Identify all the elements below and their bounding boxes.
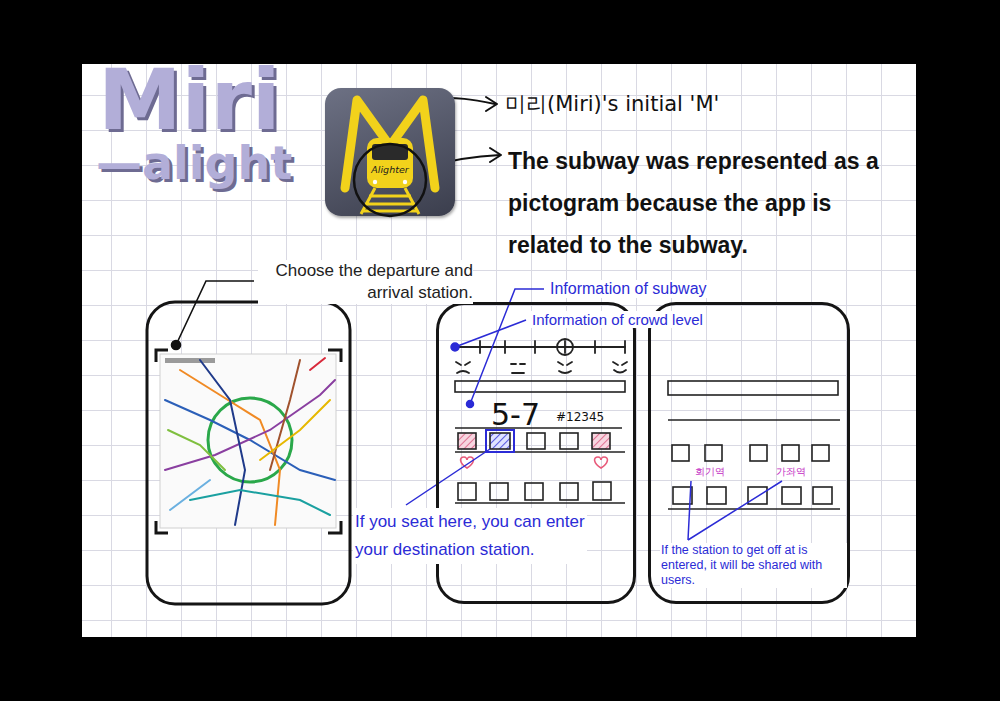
seats-row-1: [458, 433, 476, 449]
blue-leaders: [455, 320, 526, 347]
crowd-timeline: [511, 364, 525, 373]
blue-leaders: [406, 289, 782, 540]
seats-row-1: [486, 430, 514, 452]
icon-drawing: [354, 144, 426, 216]
crowd-timeline: [456, 339, 627, 373]
icon-drawing: [325, 88, 455, 216]
screen-3-sketch: [668, 381, 838, 395]
station-tag: 가좌역: [776, 466, 806, 477]
subway-map: [160, 354, 336, 528]
black-leader: [176, 281, 254, 345]
blue-note: If the station to get off at is entered,…: [660, 543, 847, 588]
crowd-timeline: [458, 346, 625, 348]
seats-row-2: [490, 483, 508, 500]
black-leader: [172, 281, 255, 350]
icon-drawing: [367, 138, 413, 188]
subway-map: [270, 360, 300, 470]
train-number: #12345: [556, 411, 604, 423]
seats-row-2: [593, 482, 611, 500]
screen-3-sketch: [673, 487, 692, 504]
car-info: [455, 451, 625, 453]
blue-leaders: [451, 343, 459, 351]
subway-map: [190, 490, 330, 515]
screen-3-sketch: [782, 445, 799, 461]
hearts: [595, 457, 608, 468]
subway-map: [170, 480, 210, 510]
screen-3-sketch: [668, 508, 840, 510]
car-info: [455, 381, 625, 392]
app-icon: Alighter: [325, 88, 455, 216]
seats-row-2: [560, 483, 578, 500]
screen-brackets: [156, 350, 341, 533]
screen-3-sketch: [707, 487, 726, 504]
screen-3-sketch: [705, 445, 722, 461]
screen-brackets: [156, 350, 168, 362]
subway-map: [200, 360, 245, 525]
icon-note: The subway was represented as a pictogra…: [508, 140, 908, 266]
screen-brackets: [328, 521, 341, 533]
seats-row-1: [560, 433, 578, 449]
subway-map: [260, 400, 330, 460]
station-tag: 회기역: [695, 466, 725, 477]
screen-3-sketch: [782, 487, 801, 504]
hearts: [461, 457, 608, 468]
black-leader: [172, 341, 181, 350]
screen-brackets: [156, 521, 168, 533]
car-info: [455, 381, 625, 503]
phone-frame-1: [147, 302, 350, 604]
app-title-suffix: —alight: [96, 140, 292, 186]
train-label: Alighter: [363, 164, 417, 175]
icon-drawing: [403, 180, 407, 184]
car-info: [455, 502, 625, 504]
app-title: Miri: [98, 58, 281, 142]
subway-map: [165, 380, 335, 470]
crowd-timeline: [557, 339, 573, 355]
crowd-timeline: [480, 341, 625, 353]
screen-3-sketch: [812, 445, 829, 461]
seats-row-1: [490, 433, 510, 449]
icon-drawing: [373, 180, 377, 184]
subway-map: [208, 398, 292, 482]
seats-row-2: [458, 482, 611, 500]
seats-row-1: [527, 433, 545, 449]
icon-arrows: [490, 148, 501, 162]
phone-frame-1: [147, 302, 350, 604]
seats-row-2: [458, 483, 476, 500]
subway-map: [180, 370, 280, 525]
screen-3-sketch: [672, 445, 689, 461]
blue-leaders: [688, 481, 782, 540]
screen-3-sketch: [668, 419, 840, 421]
screen-brackets: [328, 350, 341, 362]
crowd-timeline: [558, 362, 572, 373]
subway-map: [165, 400, 335, 480]
screen-3-sketch: [813, 487, 832, 504]
icon-arrows: [486, 97, 497, 111]
car-number: 5-7: [491, 400, 540, 430]
seats-row-1: [592, 433, 610, 449]
screen-note: Choose the departure and arrival station…: [258, 260, 473, 304]
screen-3-sketch: [668, 381, 840, 509]
crowd-timeline: [613, 362, 627, 373]
blue-leaders: [467, 401, 474, 408]
blue-note: If you seat here, you can enter your des…: [353, 508, 587, 564]
subway-map: [310, 358, 325, 370]
blue-leaders: [406, 449, 490, 505]
crowd-timeline: [456, 362, 470, 373]
seats-row-2: [525, 483, 543, 500]
subway-map: [165, 358, 215, 363]
hearts: [461, 457, 474, 468]
blue-leaders: [470, 289, 544, 404]
subway-map: [168, 430, 225, 470]
seats-row-1: [458, 430, 610, 452]
screen-3-sketch: [748, 487, 767, 504]
subway-map: [160, 354, 336, 528]
screen-3-sketch: [750, 445, 767, 461]
icon-note: 미리(Miri)'s initial 'M': [505, 92, 719, 117]
blue-note: Information of subway: [548, 280, 709, 298]
blue-note: Information of crowd level: [530, 311, 705, 328]
